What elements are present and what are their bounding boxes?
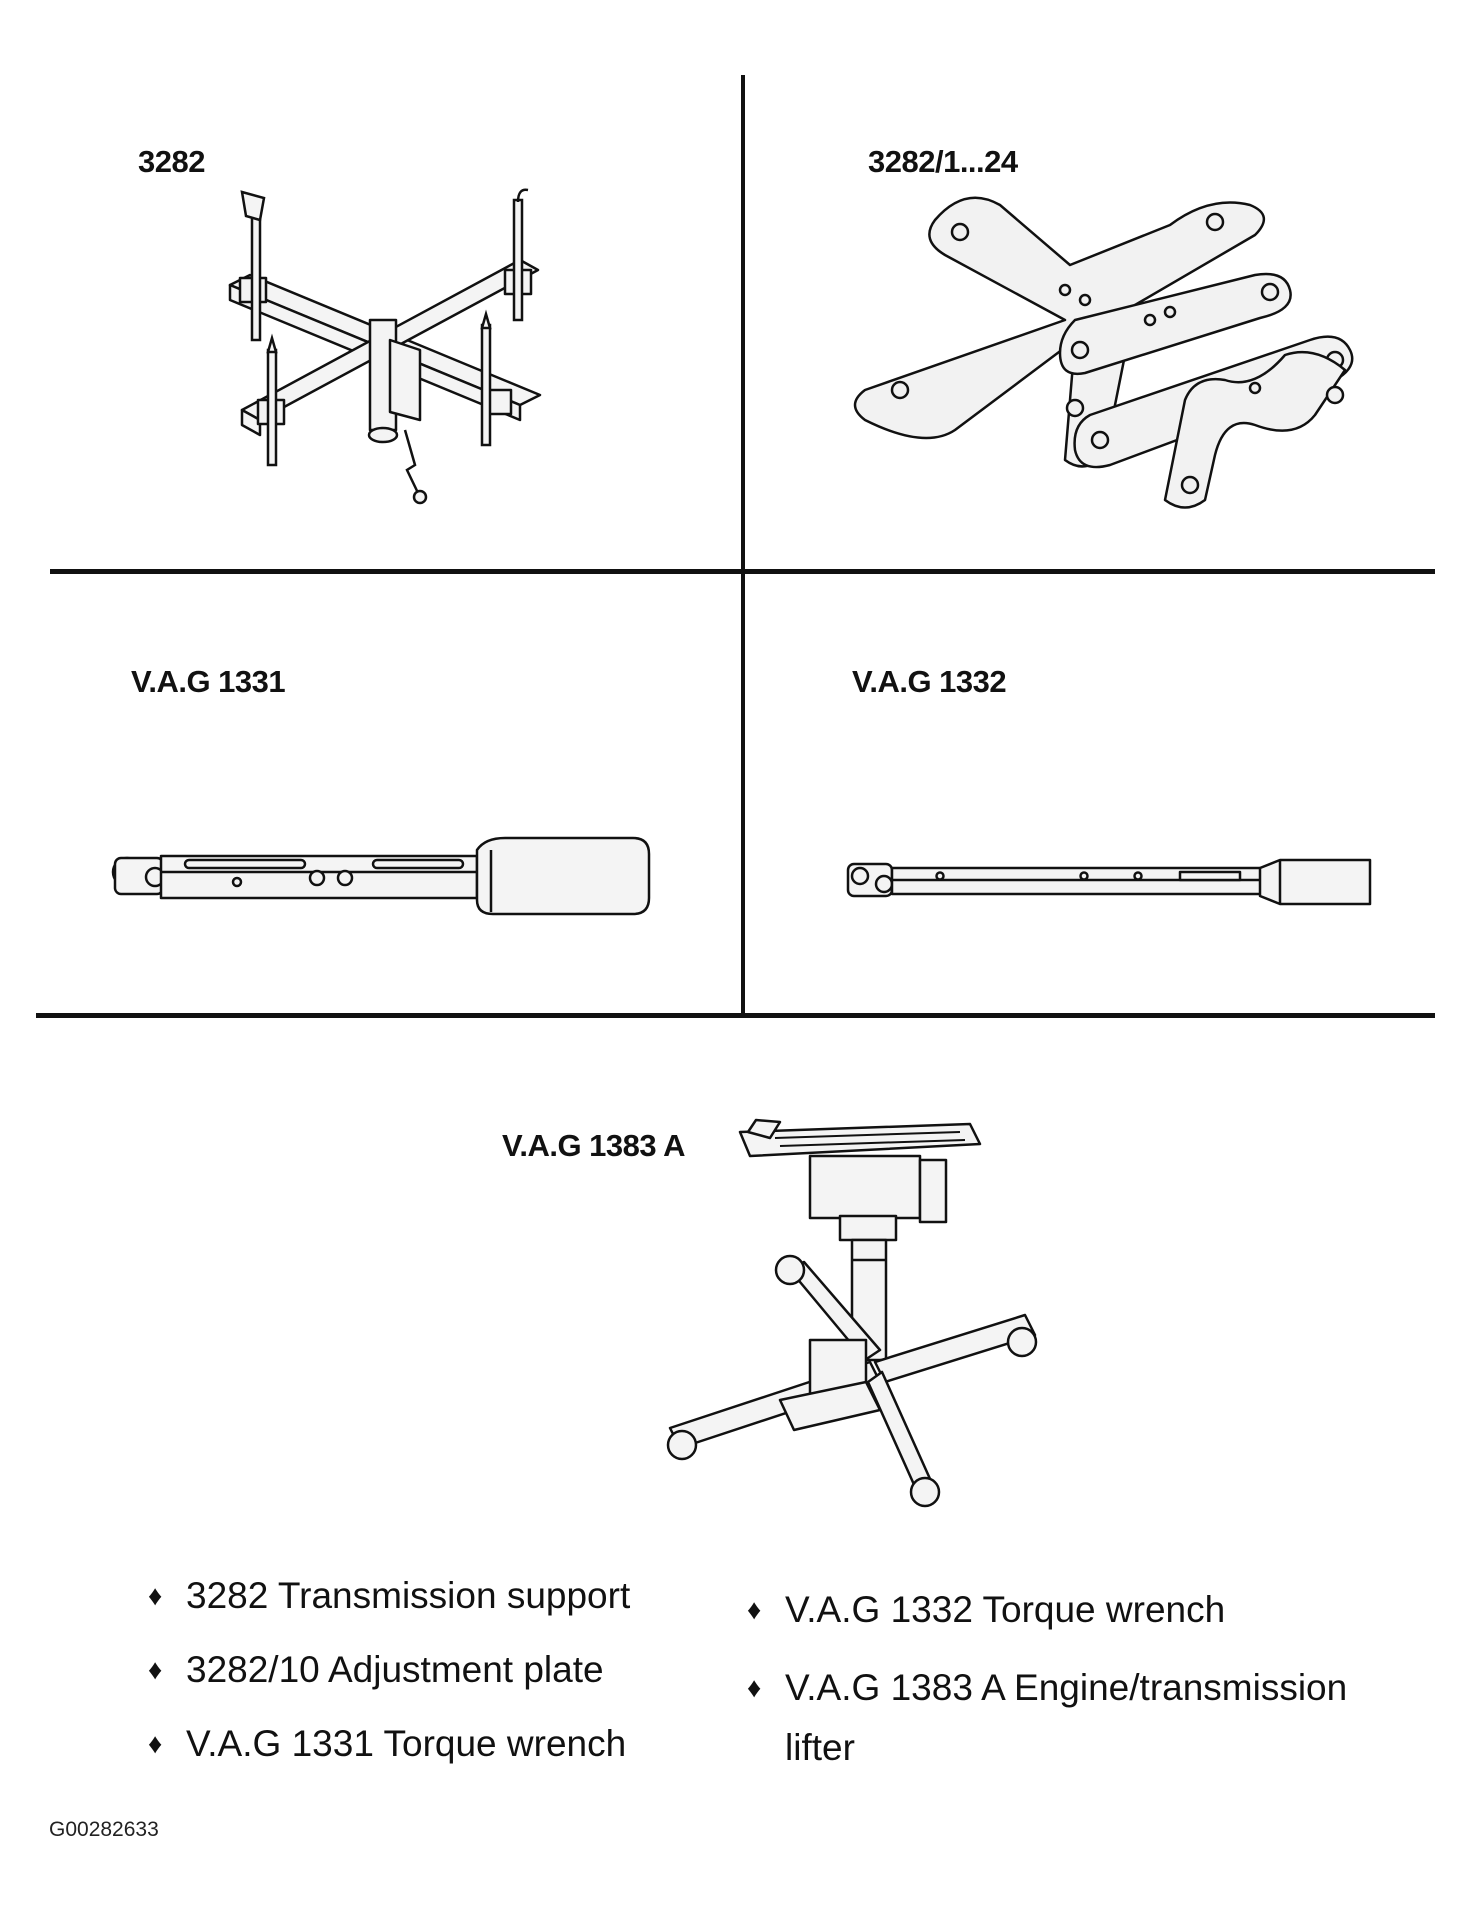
- bullet-icon: ♦: [148, 1654, 163, 1685]
- legend-item: ♦ V.A.G 1332 Torque wrench: [745, 1580, 1415, 1640]
- legend-item: ♦ 3282 Transmission support: [146, 1566, 706, 1626]
- bullet-icon: ♦: [747, 1672, 762, 1703]
- tool-label-3282: 3282: [138, 144, 205, 179]
- tool-label-vag-1332: V.A.G 1332: [852, 664, 1007, 699]
- transmission-support-illustration: [228, 188, 542, 505]
- tool-label-vag-1383a: V.A.G 1383 A: [502, 1128, 685, 1163]
- vertical-divider: [741, 75, 745, 1013]
- engine-transmission-lifter-illustration: [666, 1118, 1038, 1508]
- tool-label-vag-1331: V.A.G 1331: [131, 664, 286, 699]
- legend-item: ♦ V.A.G 1383 A Engine/transmission lifte…: [745, 1658, 1415, 1778]
- legend-left-column: ♦ 3282 Transmission support ♦ 3282/10 Ad…: [146, 1566, 706, 1774]
- legend-item: ♦ 3282/10 Adjustment plate: [146, 1640, 706, 1700]
- legend-item: ♦ V.A.G 1331 Torque wrench: [146, 1714, 706, 1774]
- horizontal-divider-top: [50, 569, 1435, 574]
- figure-code: G00282633: [49, 1818, 159, 1841]
- adjustment-plates-illustration: [853, 196, 1354, 509]
- legend-right-column: ♦ V.A.G 1332 Torque wrench ♦ V.A.G 1383 …: [745, 1580, 1415, 1778]
- bullet-icon: ♦: [747, 1594, 762, 1625]
- bullet-icon: ♦: [148, 1580, 163, 1611]
- horizontal-divider-bottom: [36, 1013, 1435, 1018]
- bullet-icon: ♦: [148, 1728, 163, 1759]
- torque-wrench-1332-illustration: [846, 858, 1372, 906]
- torque-wrench-1331-illustration: [111, 836, 651, 916]
- tool-label-3282-1-24: 3282/1...24: [868, 144, 1018, 179]
